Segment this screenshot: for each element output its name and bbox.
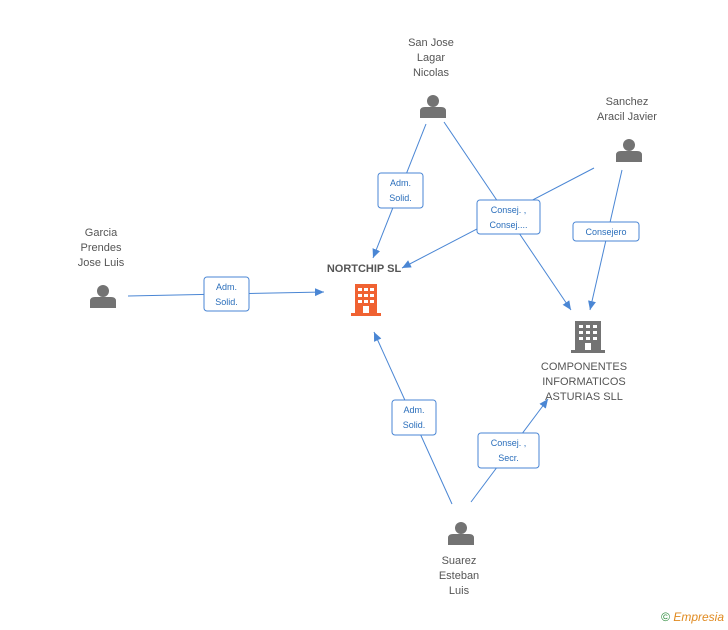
edge-label-garcia-nortchip[interactable]: Adm. Solid.	[203, 276, 250, 312]
person-name-line: Esteban	[439, 570, 479, 582]
person-name-line: Luis	[449, 585, 470, 597]
company-name-line: COMPONENTES	[541, 361, 627, 373]
edge-label-line: Solid.	[215, 297, 238, 307]
edge-label-line: Adm.	[390, 178, 411, 188]
edge-label-suarez-nortchip[interactable]: Adm. Solid.	[391, 399, 437, 436]
person-name-line: San Jose	[408, 37, 454, 49]
edge-label-consej-shared[interactable]: Consej. , Consej....	[476, 199, 541, 235]
person-name-line: Suarez	[442, 555, 477, 567]
company-name-line: ASTURIAS SLL	[545, 391, 623, 403]
person-node-garcia[interactable]: Garcia Prendes Jose Luis	[78, 227, 125, 308]
edge-label-line: Consej....	[489, 220, 527, 230]
company-node-nortchip[interactable]: NORTCHIP SL	[327, 263, 402, 316]
edge-label-line: Consej. ,	[491, 438, 527, 448]
person-node-san-jose[interactable]: San Jose Lagar Nicolas	[408, 37, 454, 118]
building-icon	[571, 321, 605, 353]
edge-label-line: Solid.	[403, 420, 426, 430]
copyright-symbol: ©	[661, 610, 670, 624]
edge-label-suarez-componentes[interactable]: Consej. , Secr.	[477, 432, 540, 469]
edge-label-sanchez-componentes[interactable]: Consejero	[572, 221, 640, 242]
brand-name: Empresia	[673, 610, 724, 624]
person-icon	[448, 522, 474, 545]
edge-label-line: Adm.	[403, 405, 424, 415]
footer-brand[interactable]: © Empresia	[661, 610, 724, 624]
person-node-sanchez[interactable]: Sanchez Aracil Javier	[597, 96, 657, 162]
edge-label-line: Secr.	[498, 453, 519, 463]
person-name-line: Prendes	[81, 242, 122, 254]
building-icon	[351, 284, 381, 316]
edge-label-line: Consejero	[585, 227, 626, 237]
edge-label-san-jose-nortchip[interactable]: Adm. Solid.	[377, 172, 424, 209]
person-name-line: Jose Luis	[78, 257, 125, 269]
person-name-line: Lagar	[417, 52, 445, 64]
person-name-line: Garcia	[85, 227, 118, 239]
person-name-line: Sanchez	[606, 96, 649, 108]
person-name-line: Nicolas	[413, 67, 450, 79]
edge-label-line: Solid.	[389, 193, 412, 203]
person-icon	[616, 139, 642, 162]
person-name-line: Aracil Javier	[597, 111, 657, 123]
company-name: NORTCHIP SL	[327, 263, 402, 275]
person-node-suarez[interactable]: Suarez Esteban Luis	[439, 522, 479, 597]
person-icon	[420, 95, 446, 118]
company-name-line: INFORMATICOS	[542, 376, 626, 388]
edge-label-line: Consej. ,	[491, 205, 527, 215]
person-icon	[90, 285, 116, 308]
edge-labels: Adm. Solid. Consej. , Consej.... Conseje…	[203, 172, 640, 469]
edge-label-line: Adm.	[216, 282, 237, 292]
company-node-componentes[interactable]: COMPONENTES INFORMATICOS ASTURIAS SLL	[541, 321, 627, 403]
